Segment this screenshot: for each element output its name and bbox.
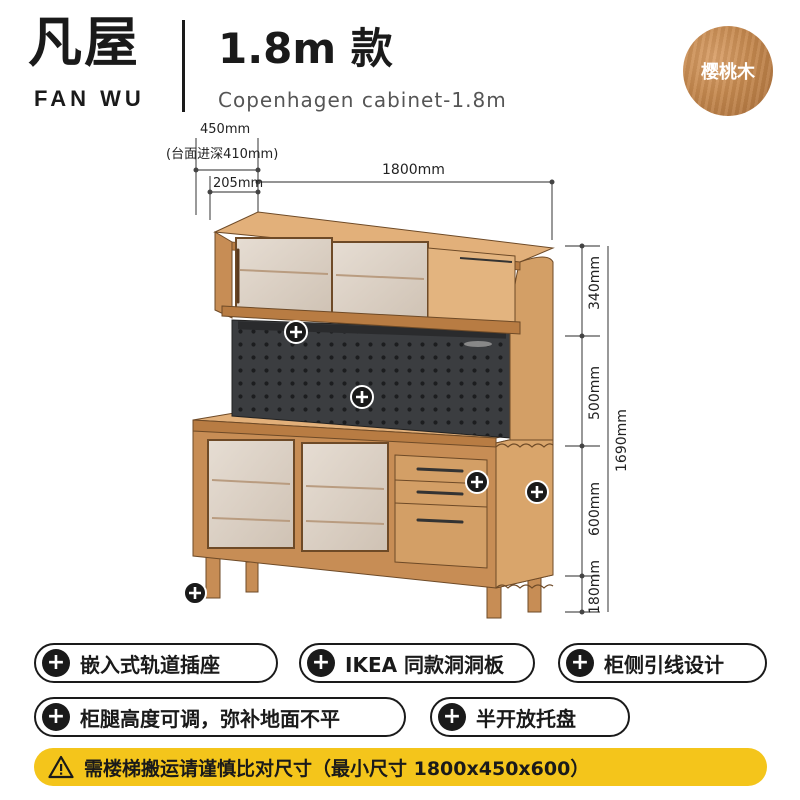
- feature-label: 柜腿高度可调，弥补地面不平: [80, 706, 340, 731]
- brand-name-en: FAN WU: [34, 86, 145, 111]
- material-label: 樱桃木: [701, 62, 755, 83]
- warning-text: 需楼梯搬运请谨慎比对尺寸（最小尺寸 1800x450x600）: [84, 757, 590, 780]
- product-title: 1.8m 款: [218, 24, 393, 73]
- segment-label-lower: 600mm: [587, 482, 603, 536]
- feature-side-cable: + 柜侧引线设计: [558, 643, 767, 683]
- brand-name-cn: 凡屋: [28, 11, 140, 74]
- upper-hutch: [213, 211, 555, 441]
- segment-label-legs: 180mm: [587, 560, 603, 614]
- plus-icon: [350, 385, 374, 409]
- shelf-depth-label: 205mm: [213, 176, 263, 191]
- inner-depth-label: (台面进深410mm): [166, 147, 278, 162]
- feature-adjustable-legs: + 柜腿高度可调，弥补地面不平: [34, 697, 406, 737]
- plus-icon: +: [307, 649, 335, 677]
- plus-icon: [525, 480, 549, 504]
- feature-label: 嵌入式轨道插座: [80, 652, 220, 677]
- plus-icon: [183, 581, 207, 605]
- plus-icon: [284, 320, 308, 344]
- cabinet-diagram: 450mm (台面进深410mm) 205mm 1800mm 340mm 500…: [166, 122, 630, 619]
- plus-icon: [465, 470, 489, 494]
- feature-track-socket: + 嵌入式轨道插座: [34, 643, 278, 683]
- width-label: 1800mm: [382, 162, 445, 178]
- segment-label-top: 340mm: [587, 256, 603, 310]
- depth-label: 450mm: [200, 122, 250, 137]
- hotspot-markers: [183, 320, 549, 605]
- header-divider: [182, 20, 185, 112]
- plus-icon: +: [42, 649, 70, 677]
- plus-icon: +: [438, 703, 466, 731]
- feature-label: 半开放托盘: [476, 706, 576, 731]
- plus-icon: +: [566, 649, 594, 677]
- stair-warning-banner: 需楼梯搬运请谨慎比对尺寸（最小尺寸 1800x450x600）: [34, 748, 767, 786]
- warning-icon: [48, 755, 74, 779]
- feature-pegboard: + IKEA 同款洞洞板: [299, 643, 535, 683]
- segment-label-middle: 500mm: [587, 366, 603, 420]
- plus-icon: +: [42, 703, 70, 731]
- feature-open-tray: + 半开放托盘: [430, 697, 630, 737]
- dimension-dots: [193, 167, 585, 615]
- total-height-label: 1690mm: [614, 409, 630, 472]
- material-swatch[interactable]: 樱桃木: [683, 26, 773, 116]
- product-subtitle: Copenhagen cabinet-1.8m: [218, 88, 507, 112]
- feature-label: 柜侧引线设计: [604, 652, 724, 677]
- feature-label: IKEA 同款洞洞板: [345, 652, 505, 677]
